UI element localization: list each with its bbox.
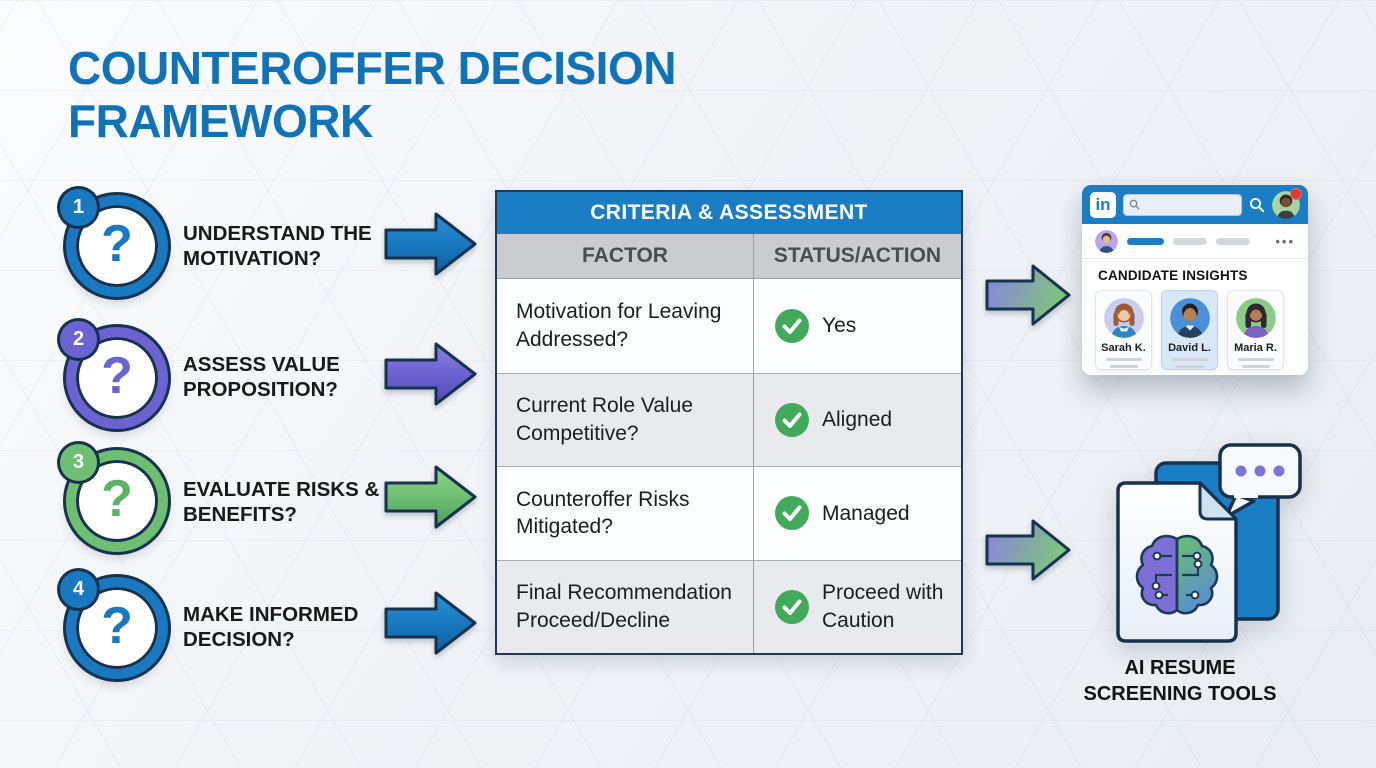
status-cell: Aligned: [753, 373, 961, 466]
question-circle-icon-4: ? 4: [60, 571, 168, 679]
linkedin-logo-icon[interactable]: in: [1090, 191, 1116, 218]
candidate-name: David L.: [1168, 342, 1211, 354]
step-label-4: MAKE INFORMED DECISION?: [183, 603, 359, 652]
status-text: Yes: [822, 314, 857, 338]
flow-arrow-to-linkedin: [985, 264, 1071, 326]
text-placeholder-line: [1171, 358, 1208, 361]
candidate-avatar: [1169, 298, 1210, 338]
table-row: Counteroffer Risks Mitigated? Managed: [497, 466, 961, 560]
nav-bar-placeholder: [1173, 237, 1207, 245]
linkedin-window: in: [1082, 185, 1308, 375]
text-placeholder-line: [1109, 365, 1138, 368]
question-mark: ?: [101, 470, 133, 528]
candidate-avatar: [1103, 298, 1144, 338]
user-avatar[interactable]: [1272, 187, 1302, 219]
search-button-icon[interactable]: [1249, 197, 1265, 213]
profile-avatar-small[interactable]: [1095, 229, 1118, 253]
status-text: Aligned: [822, 408, 893, 432]
arrow-right-icon-1: [384, 212, 477, 276]
step-number-badge-4: 4: [60, 571, 97, 608]
arrow-right-icon-4: [384, 591, 477, 655]
ai-tools-label: AI RESUME SCREENING TOOLS: [1083, 657, 1277, 705]
check-circle-icon: [775, 589, 809, 624]
text-placeholder-line: [1105, 358, 1142, 361]
step-number-badge-3: 3: [60, 444, 97, 481]
linkedin-subbar: •••: [1082, 224, 1308, 259]
table-row: Motivation for Leaving Addressed? Yes: [497, 279, 961, 373]
factor-cell: Final Recommendation Proceed/Decline: [516, 581, 732, 632]
text-placeholder-line: [1237, 358, 1274, 361]
assessment-table: CRITERIA & ASSESSMENT FACTOR STATUS/ACTI…: [495, 190, 963, 655]
table-column-headers: FACTOR STATUS/ACTION: [497, 234, 961, 279]
status-text: Proceed with Caution: [822, 581, 944, 632]
question-mark: ?: [101, 597, 133, 655]
ai-brain-icon: [1135, 534, 1219, 615]
candidate-insights-title: CANDIDATE INSIGHTS: [1098, 268, 1248, 283]
question-mark: ?: [101, 347, 133, 405]
overflow-menu-icon[interactable]: •••: [1275, 233, 1295, 249]
table-row: Final Recommendation Proceed/Decline Pro…: [497, 559, 961, 653]
text-placeholder-line: [1175, 365, 1204, 368]
step-label-1: UNDERSTAND THE MOTIVATION?: [183, 222, 372, 271]
question-mark: ?: [101, 215, 133, 273]
check-circle-icon: [775, 308, 809, 343]
factor-cell: Counteroffer Risks Mitigated?: [516, 487, 690, 539]
nav-progress-bar: [1127, 237, 1164, 245]
candidate-card[interactable]: Maria R.: [1227, 290, 1284, 370]
chat-bubble-icon: [1218, 443, 1302, 519]
column-header-factor: FACTOR: [582, 244, 668, 267]
search-icon: [1129, 199, 1140, 210]
table-row: Current Role Value Competitive? Aligned: [497, 372, 961, 466]
arrow-right-icon-2: [384, 342, 477, 406]
factor-cell: Motivation for Leaving Addressed?: [516, 300, 722, 351]
nav-bar-placeholder: [1216, 237, 1250, 245]
status-text: Managed: [822, 501, 910, 525]
status-cell: Yes: [753, 279, 961, 373]
candidate-card-selected[interactable]: David L.: [1161, 290, 1218, 370]
table-title: CRITERIA & ASSESSMENT: [497, 192, 961, 234]
text-placeholder-line: [1241, 365, 1270, 368]
step-number-badge-2: 2: [60, 321, 97, 358]
arrow-right-icon-3: [384, 465, 477, 529]
step-label-3: EVALUATE RISKS & BENEFITS?: [183, 478, 380, 527]
candidate-cards: Sarah K. David L.: [1082, 290, 1308, 370]
page-title: COUNTEROFFER DECISION FRAMEWORK: [68, 42, 676, 147]
candidate-card[interactable]: Sarah K.: [1095, 290, 1152, 370]
search-input[interactable]: [1123, 193, 1242, 216]
candidate-avatar: [1235, 298, 1276, 338]
question-circle-icon-3: ? 3: [60, 444, 168, 552]
candidate-name: Maria R.: [1234, 342, 1277, 354]
question-circle-icon-2: ? 2: [60, 321, 168, 429]
linkedin-header-bar: in: [1082, 185, 1308, 224]
step-label-2: ASSESS VALUE PROPOSITION?: [183, 353, 340, 402]
ai-resume-document-icon: [1116, 443, 1302, 643]
question-circle-icon-1: ? 1: [60, 189, 168, 297]
check-circle-icon: [775, 402, 809, 437]
column-header-status: STATUS/ACTION: [753, 234, 961, 278]
status-cell: Proceed with Caution: [753, 560, 961, 653]
flow-arrow-to-ai-tools: [985, 519, 1071, 581]
candidate-name: Sarah K.: [1101, 342, 1146, 354]
check-circle-icon: [775, 496, 809, 531]
step-number-badge-1: 1: [60, 189, 97, 226]
status-cell: Managed: [753, 467, 961, 560]
factor-cell: Current Role Value Competitive?: [516, 394, 694, 445]
notification-badge: [1290, 187, 1302, 200]
